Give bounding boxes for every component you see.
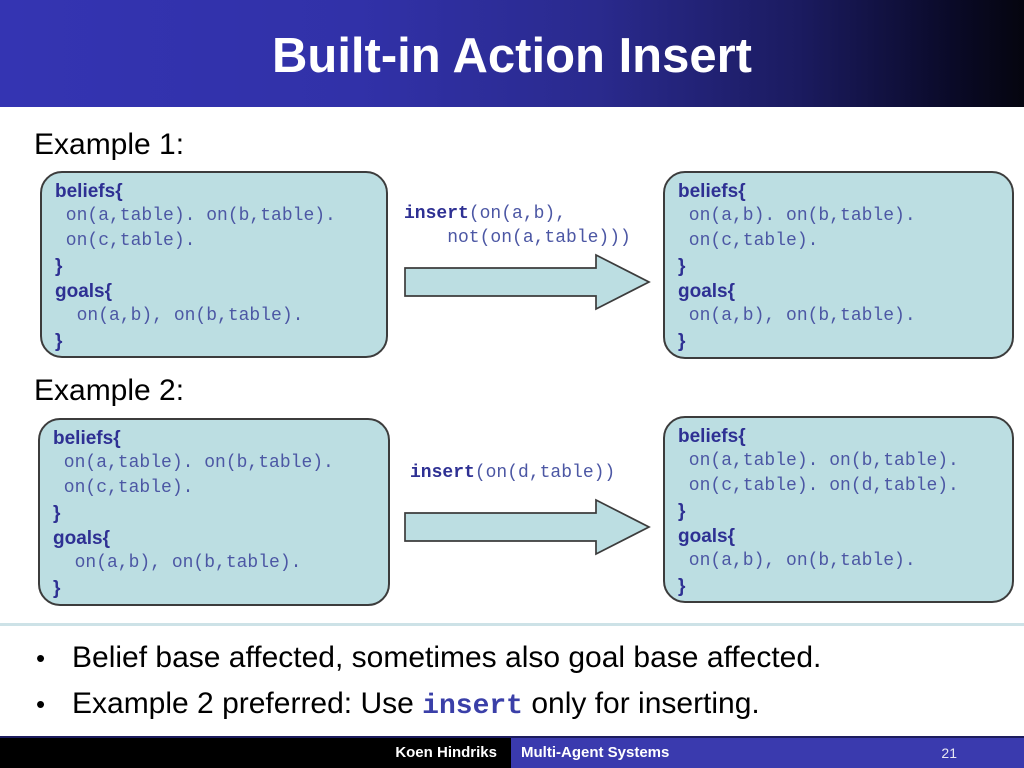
code-line: on(a,b), on(b,table). — [53, 553, 302, 573]
bullet-text: Belief base affected, sometimes also goa… — [72, 641, 822, 674]
code-line: } — [55, 256, 63, 277]
example1-label: Example 1: — [34, 128, 185, 161]
code-line: } — [678, 576, 686, 597]
code-line: beliefs{ — [55, 181, 123, 202]
code-line: on(a,b). on(b,table). — [678, 206, 916, 226]
code-line: on(c,table). — [53, 478, 194, 498]
code-line: on(c,table). on(d,table). — [678, 476, 959, 496]
code-line: on(a,table). on(b,table). — [53, 453, 334, 473]
bullet-item: • Example 2 preferred: Use insert only f… — [36, 687, 996, 722]
right-arrow-icon — [404, 253, 651, 311]
bullet-text-suffix: only for inserting. — [522, 687, 760, 720]
code-line: goals{ — [678, 281, 736, 302]
separator-line — [0, 623, 1024, 626]
code-line: goals{ — [53, 528, 111, 549]
insert-args: (on(d,table)) — [474, 463, 616, 483]
code-line: beliefs{ — [678, 181, 746, 202]
code-line: on(c,table). — [55, 231, 196, 251]
code-line: on(a,b), on(b,table). — [678, 551, 916, 571]
bullet-text-prefix: Example 2 preferred: Use — [72, 687, 423, 720]
code-line: on(c,table). — [678, 231, 819, 251]
insert-args-line2: not(on(a,table))) — [404, 228, 631, 248]
example1-before-box: beliefs{ on(a,table). on(b,table). on(c,… — [40, 171, 388, 358]
slide-header — [0, 0, 1024, 107]
code-line: on(a,table). on(b,table). — [55, 206, 336, 226]
bullet-text: Example 2 preferred: Use insert only for… — [72, 687, 760, 722]
page-number: 21 — [941, 745, 957, 761]
bullet-icon: • — [36, 643, 46, 673]
code-line: goals{ — [55, 281, 113, 302]
insert-args: (on(a,b), — [468, 204, 567, 224]
example1-insert-action: insert(on(a,b), not(on(a,table))) — [404, 202, 631, 250]
bullet-item: • Belief base affected, sometimes also g… — [36, 641, 996, 675]
inline-code-insert: insert — [422, 691, 523, 722]
code-line: beliefs{ — [53, 428, 121, 449]
code-line: } — [678, 501, 686, 522]
footer-author: Koen Hindriks — [395, 744, 497, 761]
example2-before-box: beliefs{ on(a,table). on(b,table). on(c,… — [38, 418, 390, 606]
footer-course: Multi-Agent Systems — [521, 744, 670, 761]
code-line: on(a,table). on(b,table). — [678, 451, 959, 471]
code-line: } — [53, 578, 61, 599]
footer-bar: Koen Hindriks Multi-Agent Systems 21 — [0, 736, 1024, 768]
code-line: goals{ — [678, 526, 736, 547]
code-line: } — [55, 331, 63, 352]
example2-after-box: beliefs{ on(a,table). on(b,table). on(c,… — [663, 416, 1014, 603]
code-line: on(a,b), on(b,table). — [55, 306, 304, 326]
code-line: on(a,b), on(b,table). — [678, 306, 916, 326]
example2-insert-action: insert(on(d,table)) — [410, 461, 615, 485]
footer-author-segment: Koen Hindriks — [0, 738, 511, 768]
insert-keyword: insert — [404, 204, 469, 224]
example2-label: Example 2: — [34, 374, 185, 407]
insert-keyword: insert — [410, 463, 475, 483]
example1-after-box: beliefs{ on(a,b). on(b,table). on(c,tabl… — [663, 171, 1014, 359]
code-line: beliefs{ — [678, 426, 746, 447]
footer-course-segment: Multi-Agent Systems 21 — [511, 738, 1024, 768]
bullet-icon: • — [36, 689, 46, 719]
code-line: } — [53, 503, 61, 524]
code-line: } — [678, 331, 686, 352]
code-line: } — [678, 256, 686, 277]
right-arrow-icon — [404, 498, 651, 556]
slide-title: Built-in Action Insert — [272, 29, 752, 83]
